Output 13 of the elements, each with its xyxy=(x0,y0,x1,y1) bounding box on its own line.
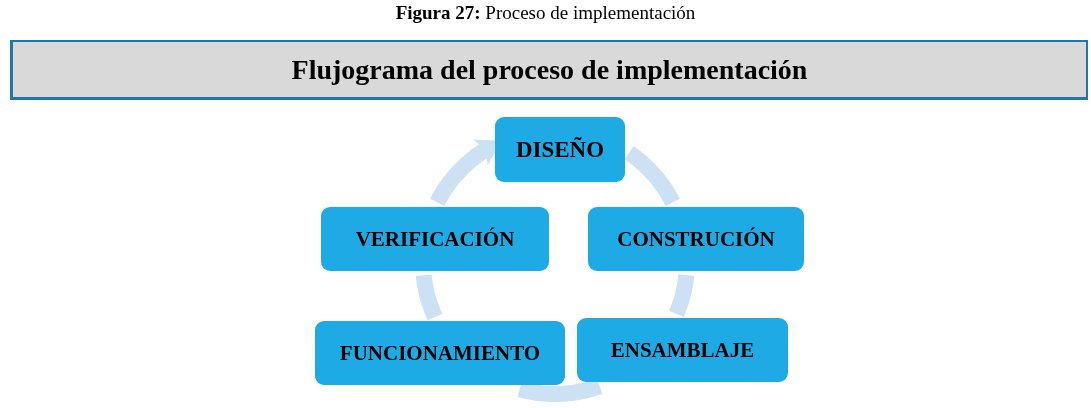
process-box xyxy=(315,321,565,385)
step-label: FUNCIONAMIENTO xyxy=(339,340,541,366)
process-box xyxy=(588,207,804,271)
step-label: ENSAMBLAJE xyxy=(610,337,755,363)
title-banner xyxy=(10,40,1088,100)
process-box xyxy=(577,318,788,382)
step-label: VERIFICACIÓN xyxy=(355,226,515,252)
step-label: DISEÑO xyxy=(515,136,605,163)
step-label: CONSTRUCIÓN xyxy=(617,226,775,252)
banner-title: Flujograma del proceso de implementación xyxy=(291,53,808,86)
process-box xyxy=(495,117,625,182)
process-box xyxy=(321,207,549,271)
figure-caption: Figura 27: Proceso de implementación xyxy=(395,2,696,23)
